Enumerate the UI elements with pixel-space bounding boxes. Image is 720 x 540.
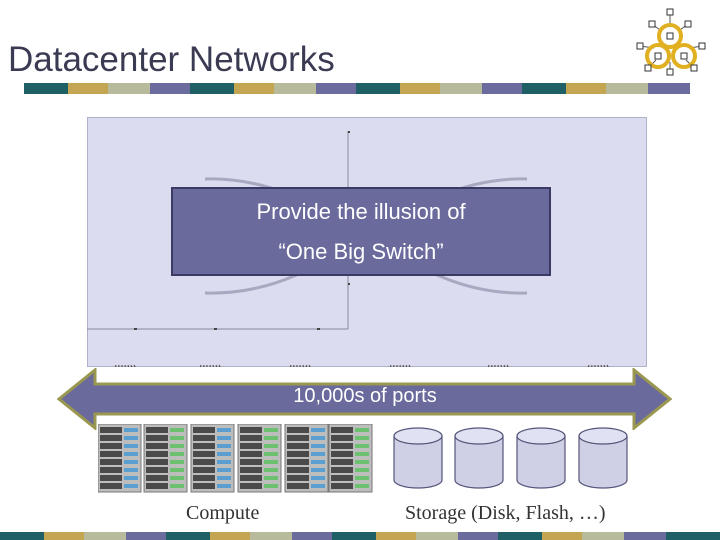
compute-caption: Compute [186, 502, 260, 524]
disk-cylinder-icon [393, 427, 628, 489]
storage-caption: Storage (Disk, Flash, …) [405, 502, 606, 524]
ports-label: 10,000s of ports [293, 385, 437, 407]
callout-line-1: Provide the illusion of [256, 198, 466, 224]
footer-stripe [0, 532, 720, 540]
ports-double-arrow [57, 368, 672, 430]
one-big-switch-callout: Provide the illusion of “One Big Switch” [171, 187, 551, 276]
server-rack-icon [98, 424, 373, 493]
page-title: Datacenter Networks [8, 40, 335, 79]
header-stripe [24, 83, 690, 94]
callout-line-2: “One Big Switch” [278, 238, 444, 264]
network-graph-icon [636, 8, 706, 76]
